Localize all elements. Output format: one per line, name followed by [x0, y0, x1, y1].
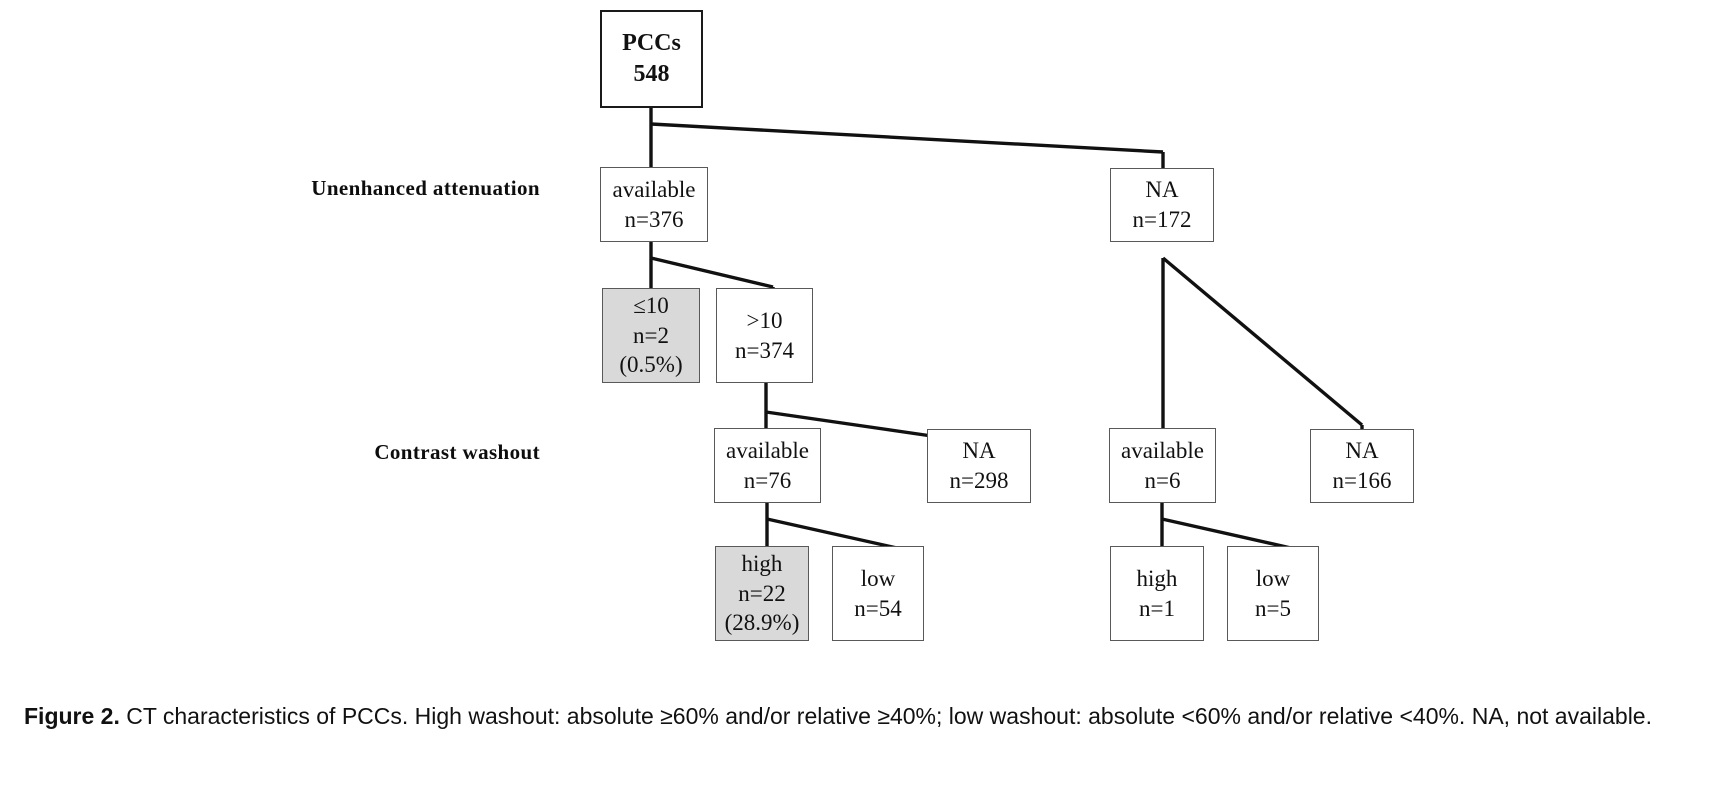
node-washout-na-right: NA n=166 — [1310, 429, 1414, 503]
node-line-2: n=298 — [949, 468, 1009, 493]
figure-caption-label: Figure 2. — [24, 703, 120, 729]
node-line-2: n=22 — [738, 580, 786, 606]
node-pccs-total: PCCs 548 — [600, 10, 703, 108]
node-line-1: NA — [1345, 438, 1379, 464]
row-label-unenhanced-attenuation: Unenhanced attenuation — [311, 176, 540, 200]
node-line-1: low — [860, 565, 896, 591]
node-line-2: n=172 — [1132, 207, 1192, 232]
node-line-1: NA — [1145, 177, 1179, 203]
node-line-2: n=76 — [743, 467, 792, 493]
node-line-2: n=166 — [1332, 468, 1392, 493]
node-unenhanced-na: NA n=172 — [1110, 168, 1214, 242]
node-washout-available-left: available n=76 — [714, 428, 821, 503]
connector-avail6-to-low — [1161, 517, 1292, 550]
node-line-2: 548 — [633, 61, 670, 87]
node-washout-high-left: high n=22 (28.9%) — [715, 546, 809, 641]
node-line-1: high — [741, 550, 783, 576]
connector-na172-to-na166 — [1161, 256, 1364, 427]
node-line-3: (0.5%) — [619, 352, 683, 378]
node-washout-low-left: low n=54 — [832, 546, 924, 641]
connector-avail76-to-low — [766, 517, 898, 550]
node-line-1: available — [1120, 437, 1204, 463]
row-label-contrast-washout: Contrast washout — [374, 440, 540, 464]
node-washout-available-right: available n=6 — [1109, 428, 1216, 503]
node-line-2: n=374 — [735, 337, 794, 363]
node-line-3: (28.9%) — [724, 610, 800, 636]
node-line-2: n=5 — [1255, 595, 1291, 621]
node-line-1: available — [725, 437, 809, 463]
node-washout-high-right: high n=1 — [1110, 546, 1204, 641]
node-line-1: ≤10 — [633, 292, 669, 318]
node-attenuation-le10: ≤10 n=2 (0.5%) — [602, 288, 700, 383]
node-attenuation-gt10: >10 n=374 — [716, 288, 813, 383]
node-line-1: NA — [962, 438, 996, 464]
node-line-2: n=376 — [624, 206, 684, 232]
node-unenhanced-available: available n=376 — [600, 167, 708, 242]
node-line-1: PCCs — [622, 29, 681, 56]
figure-caption-text: CT characteristics of PCCs. High washout… — [119, 703, 1652, 729]
node-line-2: n=1 — [1139, 595, 1175, 621]
figure-caption: Figure 2. CT characteristics of PCCs. Hi… — [24, 700, 1696, 733]
node-line-2: n=6 — [1144, 467, 1181, 493]
node-washout-low-right: low n=5 — [1227, 546, 1319, 641]
node-line-1: high — [1136, 565, 1178, 591]
node-line-1: available — [612, 176, 696, 202]
node-line-1: low — [1255, 565, 1291, 591]
node-washout-na-left: NA n=298 — [927, 429, 1031, 503]
connector-available376-to-gt10 — [650, 256, 774, 289]
node-line-2: n=54 — [854, 595, 902, 621]
node-line-1: >10 — [746, 307, 783, 333]
node-line-2: n=2 — [633, 322, 669, 348]
connector-root-to-na — [650, 122, 1164, 154]
